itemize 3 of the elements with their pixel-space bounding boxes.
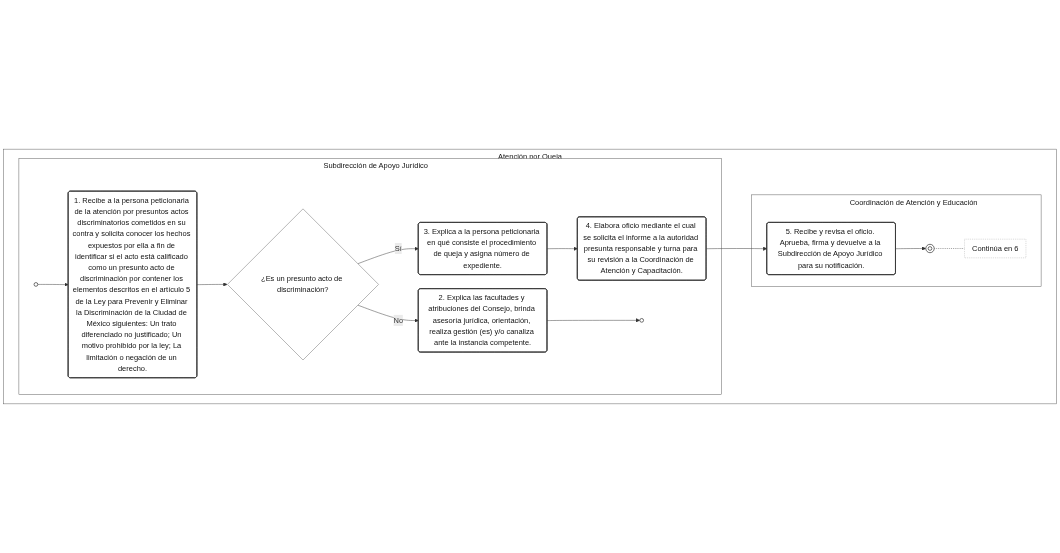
connector bbox=[933, 248, 965, 249]
node-circle bbox=[33, 282, 39, 287]
node-circle bbox=[639, 318, 644, 323]
